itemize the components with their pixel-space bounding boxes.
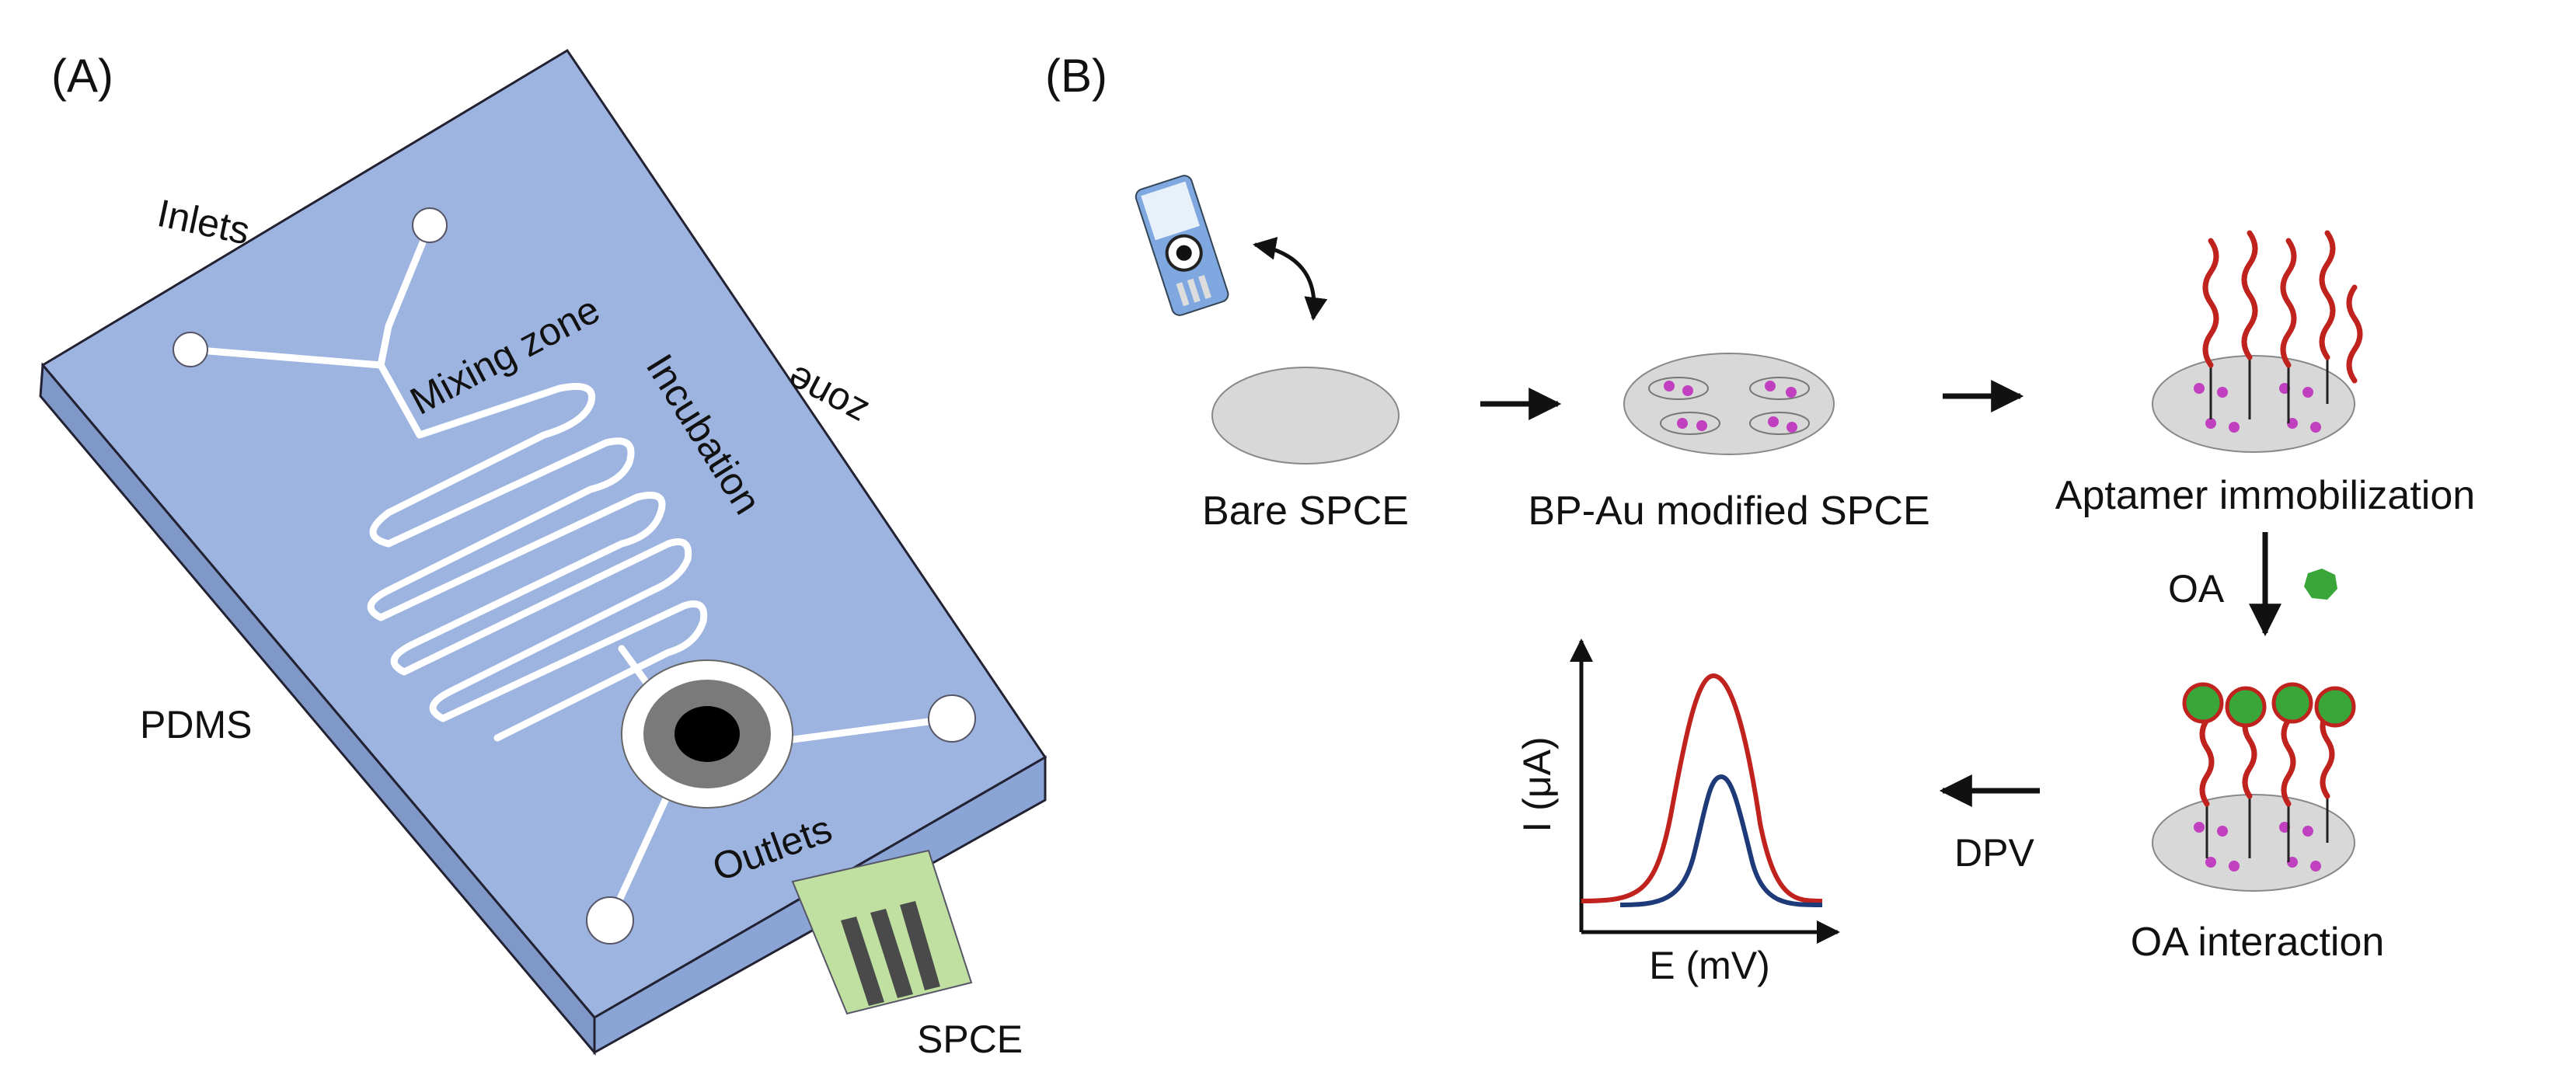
label-bare-spce: Bare SPCE (1202, 489, 1409, 534)
outlet-port-left (586, 896, 634, 945)
panel-a: (A) (39, 48, 1047, 1061)
graph-xlabel: E (mV) (1649, 944, 1770, 987)
oa-molecule-icon (2304, 569, 2337, 600)
detection-electrode (621, 659, 793, 809)
label-oa: OA (2168, 567, 2225, 611)
modified-spce-disc (1623, 353, 1835, 455)
curve-high (1581, 673, 1823, 903)
label-inlets: Inlets (154, 191, 254, 253)
panel-b: (B) Bare SPCE BP-A (1045, 50, 2475, 987)
label-aptamer-immobilization: Aptamer immobilization (2055, 473, 2475, 518)
dpv-graph: I (μA) E (mV) (1515, 638, 1840, 987)
inlet-channel-right (377, 221, 434, 369)
curved-arrow (1253, 236, 1328, 321)
curve-low (1619, 774, 1823, 907)
label-modified-spce: BP-Au modified SPCE (1528, 489, 1929, 534)
mixing-channel (377, 361, 563, 439)
spce-strip (791, 849, 973, 1015)
label-pdms: PDMS (140, 703, 252, 746)
label-spce: SPCE (917, 1018, 1023, 1061)
inlet-port-left (173, 332, 208, 367)
outlet-channel-left (606, 773, 680, 924)
outlet-port-right (928, 694, 976, 743)
incubation-serpentine (367, 383, 708, 742)
inlet-channel-left (186, 346, 385, 369)
graph-ylabel: I (μA) (1515, 736, 1559, 832)
spce-device-icon (1135, 175, 1229, 316)
interaction-disc (2152, 682, 2356, 892)
label-oa-interaction: OA interaction (2131, 920, 2385, 965)
panel-a-letter: (A) (51, 50, 113, 102)
aptamer-disc (2152, 230, 2363, 453)
panel-b-letter: (B) (1045, 50, 1107, 102)
inlet-port-right (412, 207, 448, 243)
label-dpv: DPV (1954, 831, 2034, 875)
bare-spce-disc (1211, 367, 1400, 464)
